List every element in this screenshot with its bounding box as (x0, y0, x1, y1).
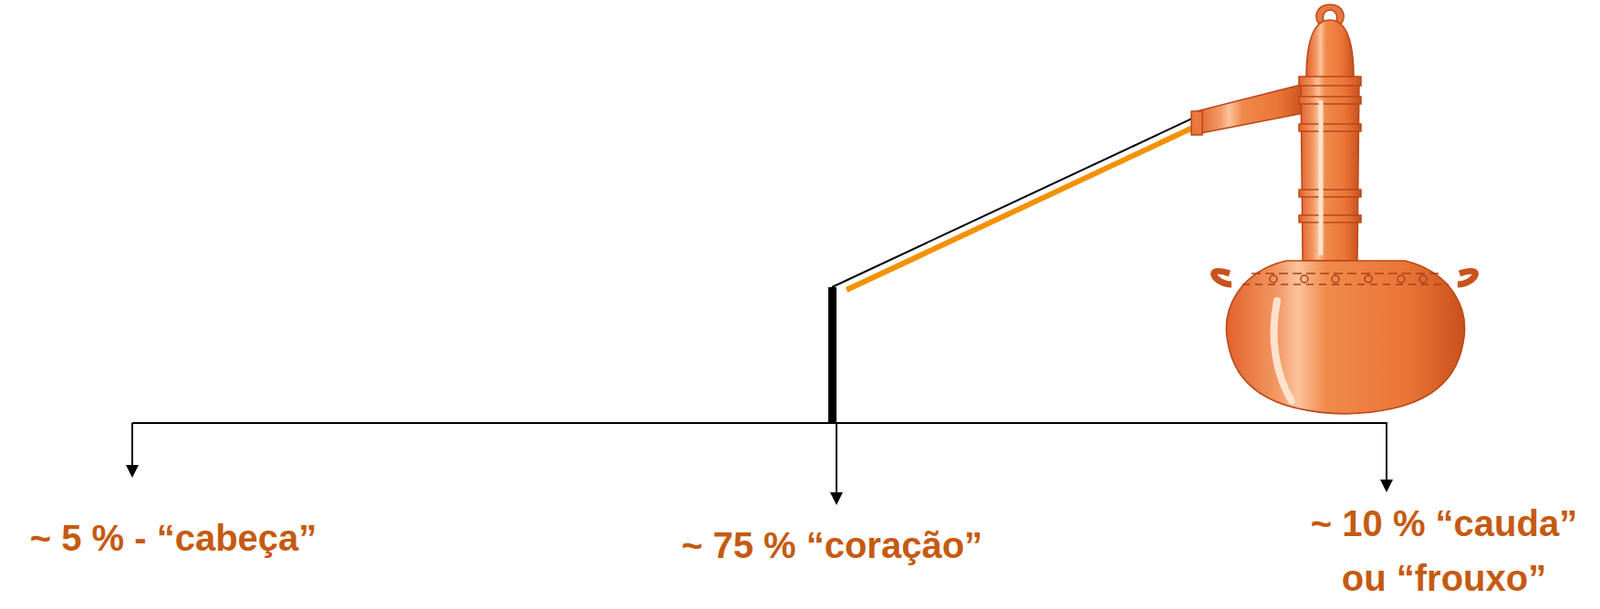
pipe-end (1191, 111, 1203, 136)
fraction-label: ~ 75 % “coração” (681, 518, 983, 573)
highlight (1274, 301, 1292, 402)
band (1298, 124, 1362, 132)
arrow-shaft (1385, 423, 1388, 482)
left-handle (1214, 270, 1232, 285)
outlet-pipe (1196, 83, 1305, 134)
arrow-shaft (835, 423, 838, 495)
condenser-pipe (846, 125, 1197, 291)
distribution-lines (132, 423, 1388, 495)
arrow-head (830, 492, 843, 506)
horizontal-line (132, 422, 1388, 425)
arrow-head (125, 465, 139, 478)
band (1298, 96, 1362, 104)
dome (1306, 20, 1354, 79)
fraction-label: ~ 10 % “cauda” ou “frouxo” (1293, 496, 1595, 606)
arrow-head (1380, 479, 1393, 493)
right-handle (1457, 270, 1476, 285)
arrow-heads (125, 465, 1393, 506)
rivet-seam (1242, 283, 1449, 286)
condenser-outline (831, 110, 1210, 288)
fraction-label: ~ 5 % - “cabeça” (30, 510, 318, 566)
band (1298, 215, 1362, 223)
pot (1225, 260, 1465, 415)
arrow-shaft (131, 423, 134, 468)
band (1298, 76, 1362, 86)
collector-bar (828, 287, 837, 425)
alembic (1191, 4, 1476, 415)
band (1298, 189, 1362, 198)
rivet-seam (1251, 272, 1440, 275)
column (1300, 78, 1360, 261)
rivets (1269, 275, 1427, 283)
highlight (1319, 100, 1324, 256)
